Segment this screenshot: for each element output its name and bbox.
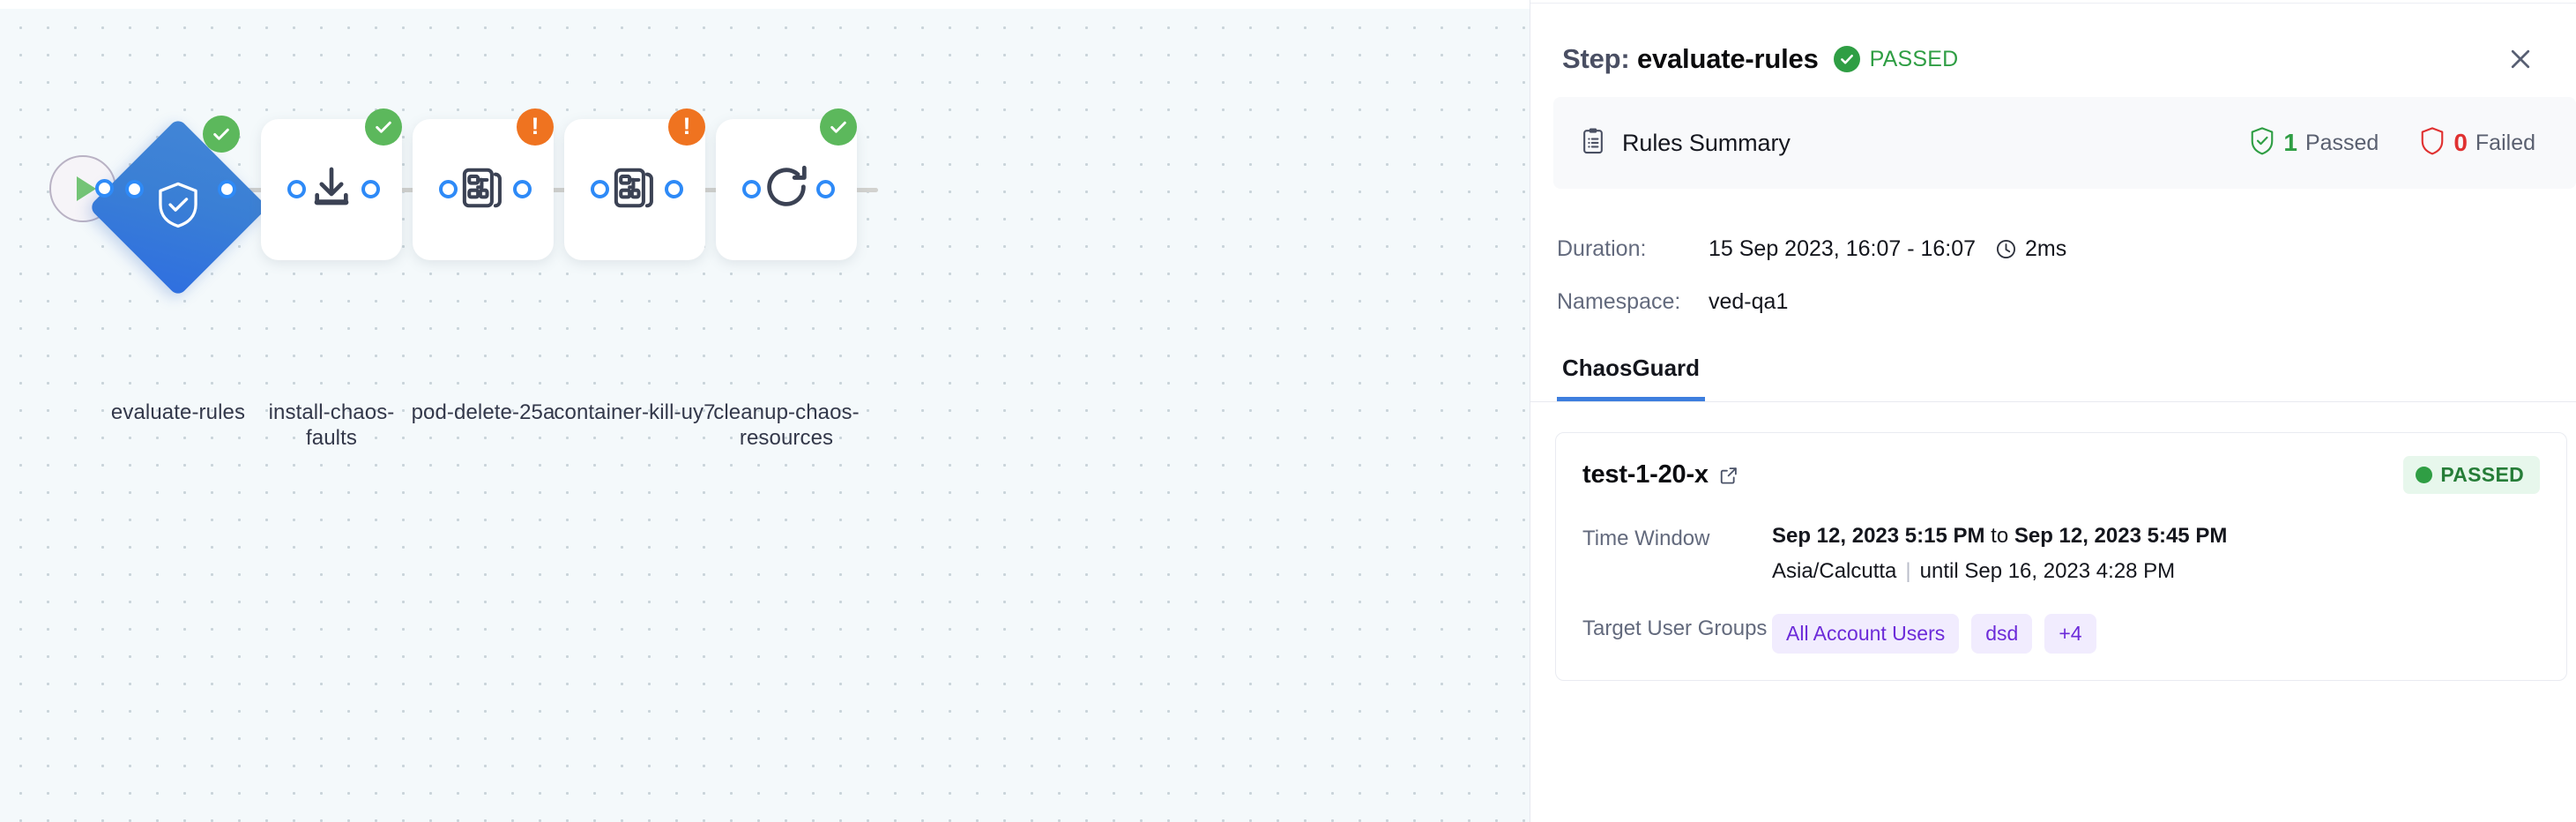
port-evaluate-in[interactable] [125, 180, 144, 198]
pipeline-node-install-chaos-faults[interactable]: install-chaos-faults [261, 108, 402, 450]
pipeline-node-label: cleanup-chaos-resources [713, 400, 860, 451]
port-install-in[interactable] [287, 180, 306, 198]
refresh-icon [761, 162, 812, 218]
status-passed-icon [1833, 46, 1860, 72]
panel-title-prefix: Step: [1562, 43, 1630, 74]
result-name: test-1-20-x [1582, 460, 1709, 489]
shield-check-green-icon [2249, 126, 2275, 161]
status-badge: PASSED [1869, 46, 1959, 71]
chaos-fault-icon [459, 164, 507, 216]
chaosguard-result-card: test-1-20-x PASSED Time Window Sep 12, 2 [1555, 432, 2567, 681]
rules-failed-label: Failed [2475, 130, 2535, 155]
download-icon [307, 163, 356, 217]
panel-header: Step: evaluate-rules PASSED [1530, 4, 2576, 88]
time-window-row: Time Window Sep 12, 2023 5:15 PM to Sep … [1582, 524, 2540, 584]
rules-failed-stat: 0 Failed [2419, 126, 2535, 161]
status-badge-passed-icon [820, 108, 857, 146]
status-badge-passed-icon [203, 116, 240, 153]
pipeline-node-container-kill-uy7[interactable]: ! container-kill-uy7 [554, 108, 716, 424]
time-window-label: Time Window [1582, 527, 1710, 550]
target-user-groups-row: Target User Groups All Account Users dsd… [1582, 614, 2540, 654]
port-install-out[interactable] [361, 180, 380, 198]
duration-value-group: 15 Sep 2023, 16:07 - 16:07 2ms [1709, 236, 2066, 262]
separator: | [1905, 559, 1911, 583]
time-window-start: Sep 12, 2023 5:15 PM [1772, 524, 1985, 548]
pipeline-node-pod-delete-25a[interactable]: ! pod-delete-25a [412, 108, 555, 424]
panel-tabs: ChaosGuard [1530, 347, 2576, 402]
time-window-values: Sep 12, 2023 5:15 PM to Sep 12, 2023 5:4… [1772, 524, 2227, 584]
target-user-groups-chips: All Account Users dsd +4 [1772, 614, 2096, 654]
rules-passed-count: 1 [2283, 129, 2297, 156]
pipeline-node-label: container-kill-uy7 [554, 400, 716, 424]
namespace-value: ved-qa1 [1709, 288, 1789, 314]
port-pod-in[interactable] [439, 180, 458, 198]
user-group-chip[interactable]: dsd [1971, 614, 2033, 654]
status-badge-warning-icon: ! [668, 108, 705, 146]
pipeline-node-label: pod-delete-25a [411, 400, 555, 424]
port-start-out[interactable] [95, 179, 114, 198]
duration-label: Duration: [1557, 235, 1647, 261]
duration-value: 15 Sep 2023, 16:07 - 16:07 [1709, 235, 1977, 261]
port-cleanup-out[interactable] [816, 180, 835, 198]
tab-chaosguard[interactable]: ChaosGuard [1557, 347, 1706, 401]
time-window-range: Sep 12, 2023 5:15 PM to Sep 12, 2023 5:4… [1772, 524, 2227, 549]
rules-summary-card: Rules Summary 1 Passed [1553, 97, 2576, 189]
rules-passed-label: Passed [2304, 130, 2379, 155]
page-title: Step: evaluate-rules [1562, 43, 1819, 75]
port-pod-out[interactable] [513, 180, 532, 198]
time-window-timezone-row: Asia/Calcutta | until Sep 16, 2023 4:28 PM [1772, 559, 2227, 584]
port-evaluate-out[interactable] [218, 180, 236, 198]
rules-failed-count: 0 [2453, 129, 2468, 156]
clipboard-icon [1580, 127, 1606, 160]
user-group-overflow-chip[interactable]: +4 [2044, 614, 2096, 654]
clock-icon [1995, 238, 2017, 260]
pipeline-node-label: install-chaos-faults [268, 400, 395, 451]
shield-check-icon [154, 180, 202, 235]
port-cleanup-in[interactable] [742, 180, 761, 198]
status-dot-icon [2416, 467, 2433, 483]
close-icon[interactable] [2500, 39, 2541, 79]
port-container-in[interactable] [591, 180, 609, 198]
timezone-value: Asia/Calcutta [1772, 559, 1897, 583]
until-text: until Sep 16, 2023 4:28 PM [1919, 559, 2176, 583]
status-badge-warning-icon: ! [517, 108, 554, 146]
status-badge-passed-icon [365, 108, 402, 146]
panel-step-name: evaluate-rules [1636, 43, 1819, 74]
result-status-text: PASSED [2440, 463, 2524, 486]
port-container-out[interactable] [665, 180, 683, 198]
pipeline-node-cleanup-chaos-resources[interactable]: cleanup-chaos-resources [713, 108, 860, 450]
play-icon [76, 176, 96, 201]
result-status-badge: PASSED [2403, 456, 2540, 494]
user-group-chip[interactable]: All Account Users [1772, 614, 1960, 654]
step-detail-panel: Step: evaluate-rules PASSED [1530, 0, 2576, 822]
duration-row: Duration: 15 Sep 2023, 16:07 - 16:07 2ms [1557, 222, 2576, 275]
time-window-join: to [1984, 524, 2014, 548]
rules-summary-title: Rules Summary [1622, 129, 1791, 156]
rules-passed-stat: 1 Passed [2249, 126, 2379, 161]
step-meta: Duration: 15 Sep 2023, 16:07 - 16:07 2ms… [1530, 189, 2576, 328]
time-window-end: Sep 12, 2023 5:45 PM [2014, 524, 2228, 548]
target-user-groups-label: Target User Groups [1582, 616, 1768, 640]
duration-elapsed: 2ms [2025, 235, 2067, 261]
pipeline-canvas[interactable]: evaluate-rules install-chaos-faults [0, 0, 1530, 822]
panel-top-divider [1530, 0, 2576, 4]
shield-red-icon [2419, 126, 2446, 161]
canvas-top-edge [0, 4, 1530, 9]
namespace-row: Namespace: ved-qa1 [1557, 275, 2576, 328]
result-card-header: test-1-20-x PASSED [1582, 456, 2540, 494]
pipeline-node-label: evaluate-rules [110, 400, 246, 424]
pipeline-node-evaluate-rules[interactable]: evaluate-rules [88, 116, 268, 424]
namespace-label: Namespace: [1557, 288, 1681, 314]
chaos-fault-icon [611, 164, 659, 216]
external-link-icon[interactable] [1719, 466, 1738, 485]
